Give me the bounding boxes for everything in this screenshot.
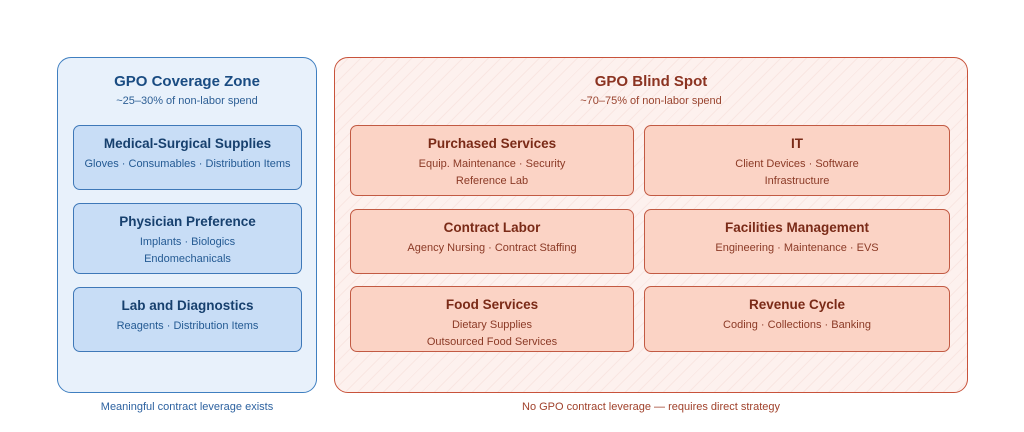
blind-spot-caption: No GPO contract leverage — requires dire… <box>522 401 780 413</box>
box-title: Food Services <box>445 297 539 312</box>
coverage-zone: GPO Coverage Zone ~25–30% of non-labor s… <box>57 57 317 393</box>
box-physician-preference: Physician Preference Implants · Biologic… <box>73 203 302 274</box>
box-medical-surgical: Medical-Surgical Supplies Gloves · Consu… <box>73 125 302 190</box>
coverage-zone-title: GPO Coverage Zone <box>114 73 260 90</box>
box-food-services: Food Services Dietary Supplies Outsource… <box>350 286 634 352</box>
box-title: IT <box>791 136 803 151</box>
box-title: Physician Preference <box>119 214 256 229</box>
blind-spot-subtitle: ~70–75% of non-labor spend <box>580 95 722 107</box>
box-detail: Infrastructure <box>764 175 830 187</box>
box-detail: Equip. Maintenance · Security <box>418 158 566 170</box>
box-detail: Outsourced Food Services <box>426 336 558 348</box>
box-detail: Implants · Biologics <box>139 236 236 248</box>
coverage-zone-caption: Meaningful contract leverage exists <box>100 401 274 413</box>
box-title: Lab and Diagnostics <box>121 298 254 313</box>
box-title: Revenue Cycle <box>748 297 846 312</box>
box-title: Medical-Surgical Supplies <box>103 136 272 151</box>
blind-spot-zone: GPO Blind Spot ~70–75% of non-labor spen… <box>334 57 968 393</box>
box-revenue-cycle: Revenue Cycle Coding · Collections · Ban… <box>644 286 950 352</box>
box-detail: Client Devices · Software <box>735 158 859 170</box>
box-detail: Reagents · Distribution Items <box>116 320 259 332</box>
box-detail: Coding · Collections · Banking <box>723 319 871 331</box>
box-purchased-services: Purchased Services Equip. Maintenance · … <box>350 125 634 196</box>
box-contract-labor: Contract Labor Agency Nursing · Contract… <box>350 209 634 274</box>
box-facilities-management: Facilities Management Engineering · Main… <box>644 209 950 274</box>
box-detail: Gloves · Consumables · Distribution Item… <box>84 158 291 170</box>
coverage-zone-subtitle: ~25–30% of non-labor spend <box>116 95 258 107</box>
box-detail: Agency Nursing · Contract Staffing <box>407 242 577 254</box>
box-detail: Reference Lab <box>455 175 529 187</box>
box-lab-diagnostics: Lab and Diagnostics Reagents · Distribut… <box>73 287 302 352</box>
box-title: Contract Labor <box>443 220 541 235</box>
box-detail: Endomechanicals <box>144 253 231 265</box>
box-title: Purchased Services <box>427 136 557 151</box>
box-title: Facilities Management <box>724 220 870 235</box>
box-it: IT Client Devices · Software Infrastruct… <box>644 125 950 196</box>
blind-spot-title: GPO Blind Spot <box>594 73 708 90</box>
box-detail: Engineering · Maintenance · EVS <box>715 242 879 254</box>
box-detail: Dietary Supplies <box>451 319 533 331</box>
